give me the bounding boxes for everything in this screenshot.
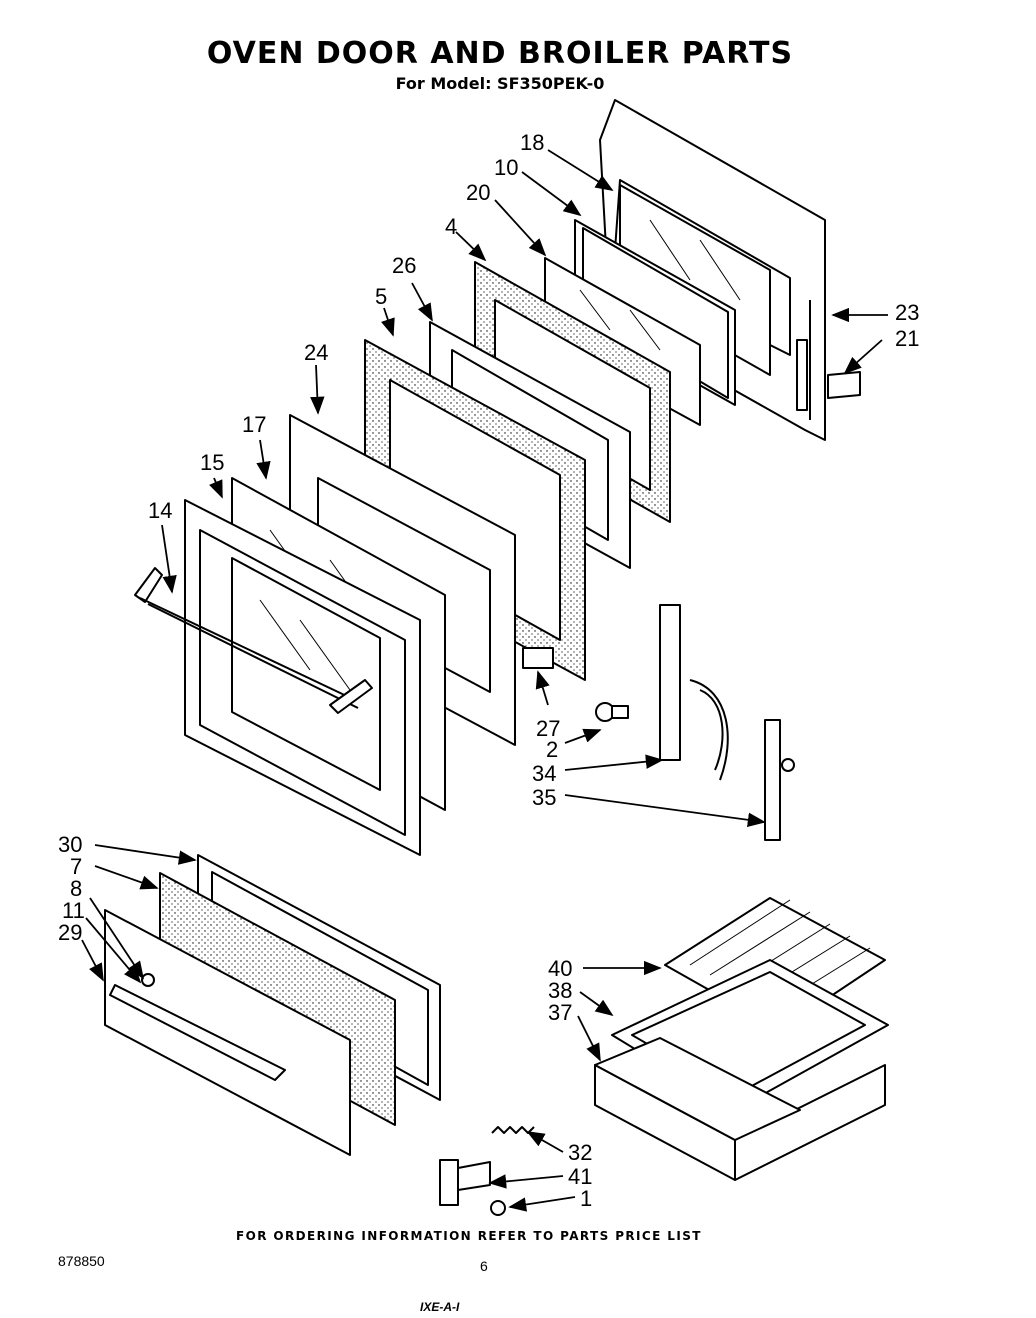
callout-1: 1	[580, 1186, 592, 1211]
page-number: 6	[480, 1258, 488, 1274]
callout-34: 34	[532, 761, 556, 786]
door-handle	[134, 567, 373, 714]
callout-38: 38	[548, 978, 572, 1003]
ordering-note: FOR ORDERING INFORMATION REFER TO PARTS …	[236, 1229, 702, 1243]
callout-8: 8	[70, 876, 82, 901]
drawer-bracket	[439, 1159, 491, 1206]
hinge-clip	[522, 647, 554, 669]
callout-24: 24	[304, 340, 328, 365]
callout-18: 18	[520, 130, 544, 155]
screw	[595, 702, 629, 722]
callout-35: 35	[532, 785, 556, 810]
callout-15: 15	[200, 450, 224, 475]
callout-30: 30	[58, 832, 82, 857]
callout-29: 29	[58, 920, 82, 945]
hinge	[659, 604, 729, 781]
callout-37: 37	[548, 1000, 572, 1025]
callout-27: 27	[536, 716, 560, 741]
outer-door-frame	[184, 499, 421, 856]
callout-4: 4	[445, 214, 457, 239]
callout-labels: 18 10 20 4 26 5 24 17 15 14 23 21 27 2 3…	[58, 130, 919, 1211]
callout-14: 14	[148, 498, 172, 523]
callout-17: 17	[242, 412, 266, 437]
callout-10: 10	[494, 155, 518, 180]
leader-lines	[81, 149, 888, 1212]
callout-21: 21	[895, 326, 919, 351]
handwritten-mark: IXE-A-I	[420, 1300, 460, 1314]
callout-40: 40	[548, 956, 572, 981]
spring	[491, 1126, 535, 1134]
callout-2: 2	[546, 737, 558, 762]
document-number: 878850	[58, 1253, 105, 1269]
callout-5: 5	[375, 284, 387, 309]
callout-26: 26	[392, 253, 416, 278]
callout-11: 11	[62, 898, 85, 923]
callout-7: 7	[70, 854, 82, 879]
broiler-door-panel	[104, 909, 351, 1156]
hinge-receiver	[827, 371, 861, 399]
model-line: For Model: SF350PEK-0	[395, 74, 605, 93]
small-screw	[490, 1200, 506, 1216]
callout-23: 23	[895, 300, 919, 325]
callout-41: 41	[568, 1164, 592, 1189]
broiler-drawer-body	[594, 1037, 886, 1181]
page-title: OVEN DOOR AND BROILER PARTS	[206, 36, 794, 71]
callout-32: 32	[568, 1140, 592, 1165]
callout-20: 20	[466, 180, 490, 205]
hinge-bracket	[764, 719, 795, 841]
